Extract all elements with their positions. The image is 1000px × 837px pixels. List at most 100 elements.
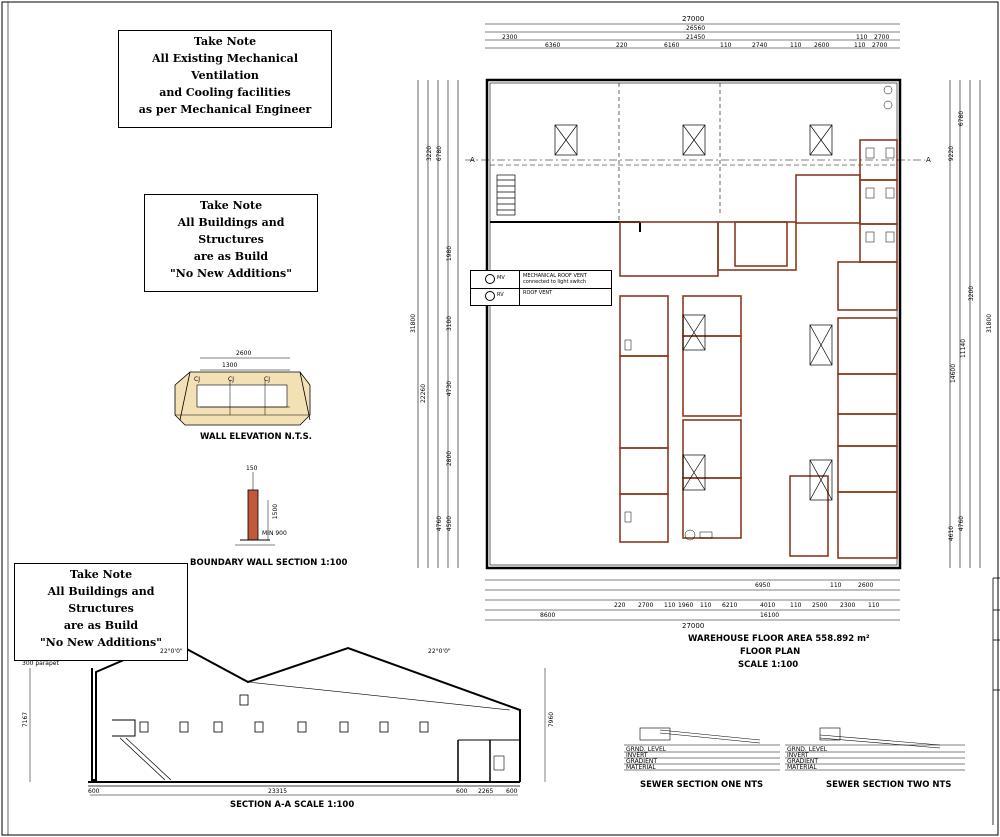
section-overall-length: 23315 bbox=[268, 788, 288, 795]
dim-bottom-row3-b: 2700 bbox=[638, 602, 654, 609]
dim-top-row4-i: 2700 bbox=[872, 42, 888, 49]
dim-bottom-row3-c: 110 bbox=[664, 602, 676, 609]
dim-bottom-row3-d: 1960 bbox=[678, 602, 694, 609]
dim-bottom-row3-j: 2300 bbox=[840, 602, 856, 609]
wall-elevation bbox=[174, 357, 311, 426]
section-aa-caption: SECTION A-A SCALE 1:100 bbox=[230, 800, 355, 810]
wall-elevation-caption: WALL ELEVATION N.T.S. bbox=[200, 432, 313, 442]
sewer-row-label: INVERT bbox=[787, 752, 809, 759]
wall-joint-label: CJ bbox=[194, 376, 200, 383]
dim-left-i: 31800 bbox=[410, 313, 418, 334]
dim-top-row3-b: 21450 bbox=[686, 34, 706, 41]
note-line: Take Note bbox=[193, 35, 257, 48]
section-right-dim: 600 bbox=[456, 788, 468, 795]
dim-top-row3-c: 110 bbox=[856, 34, 868, 41]
dim-bottom-row3-i: 2500 bbox=[812, 602, 828, 609]
dim-left-h: 4760 bbox=[436, 515, 444, 532]
note-mechanical-ventilation: Take Note All Existing Mechanical Ventil… bbox=[118, 30, 332, 128]
dim-top-row4-c: 6160 bbox=[664, 42, 680, 49]
boundary-dim: 150 bbox=[246, 465, 258, 472]
parapet-label: 300 parapet bbox=[22, 660, 59, 667]
legend-description: MECHANICAL ROOF VENT connected to light … bbox=[523, 273, 587, 285]
dim-left-a: 3220 bbox=[426, 145, 434, 162]
dim-top-row3-a: 2300 bbox=[502, 34, 518, 41]
dim-bottom-row3-e: 110 bbox=[700, 602, 712, 609]
sewer-row-label: GRADIENT bbox=[626, 758, 658, 765]
dim-left-g: 4500 bbox=[446, 515, 454, 532]
dim-left-e: 4730 bbox=[446, 380, 454, 397]
dim-top-row2: 26560 bbox=[686, 25, 706, 32]
note-line: All Buildings and Structures bbox=[177, 216, 285, 246]
dim-overall-bottom: 27000 bbox=[682, 622, 705, 630]
sewer-section-two bbox=[785, 727, 965, 771]
dim-left-d: 3100 bbox=[446, 315, 454, 332]
sewer-section-one bbox=[624, 727, 780, 771]
legend-divider bbox=[519, 288, 520, 305]
note-line: Take Note bbox=[69, 568, 133, 581]
dim-bottom-row1-b: 110 bbox=[830, 582, 842, 589]
section-left-offset: 600 bbox=[88, 788, 100, 795]
dim-right-f: 3200 bbox=[968, 285, 976, 302]
sewer-row-label: GRND. LEVEL bbox=[787, 746, 828, 753]
dim-bottom-row3-g: 4010 bbox=[760, 602, 776, 609]
sewer-row-label: MATERIAL bbox=[626, 764, 656, 771]
dim-top-row4-e: 2740 bbox=[752, 42, 768, 49]
dim-right-c: 11140 bbox=[960, 338, 968, 359]
sewer-row-label: MATERIAL bbox=[787, 764, 817, 771]
dim-top-row4-f: 110 bbox=[790, 42, 802, 49]
note-line: Take Note bbox=[199, 199, 263, 212]
sewer-row-label: GRND. LEVEL bbox=[626, 746, 667, 753]
sewer-one-caption: SEWER SECTION ONE NTS bbox=[640, 780, 764, 790]
floor-plan bbox=[417, 23, 981, 621]
wall-joint-label: CJ bbox=[264, 376, 270, 383]
dim-right-b: 14600 bbox=[950, 363, 958, 384]
boundary-wall-caption: BOUNDARY WALL SECTION 1:100 bbox=[190, 558, 348, 568]
section-height-right: 7960 bbox=[548, 711, 556, 728]
boundary-dim: 1500 bbox=[272, 503, 280, 520]
legend-row: MV MECHANICAL ROOF VENT connected to lig… bbox=[471, 271, 611, 289]
floor-plan-scale: SCALE 1:100 bbox=[738, 660, 799, 670]
legend-code: MV bbox=[497, 275, 505, 281]
dim-left-f: 2800 bbox=[446, 450, 454, 467]
note-line: "No New Additions" bbox=[170, 267, 292, 280]
note-line: are as Build bbox=[193, 250, 269, 263]
dim-bottom-row1-c: 2600 bbox=[858, 582, 874, 589]
dim-left-j: 22260 bbox=[420, 383, 428, 404]
sewer-two-caption: SEWER SECTION TWO NTS bbox=[826, 780, 952, 790]
dim-right-d: 9220 bbox=[948, 145, 956, 162]
sewer-row-label: INVERT bbox=[626, 752, 648, 759]
dim-bottom-row3-h: 110 bbox=[790, 602, 802, 609]
boundary-wall-section bbox=[235, 472, 275, 546]
sewer-row-label: GRADIENT bbox=[787, 758, 819, 765]
floor-plan-title: FLOOR PLAN bbox=[740, 647, 801, 657]
dim-bottom-row3-a: 220 bbox=[614, 602, 626, 609]
dim-overall-top: 27000 bbox=[682, 15, 705, 23]
section-height-left: 7167 bbox=[22, 711, 30, 728]
section-right-dim: 600 bbox=[506, 788, 518, 795]
dim-top-row4-d: 110 bbox=[720, 42, 732, 49]
note-line: All Buildings and Structures bbox=[47, 585, 155, 615]
note-line: All Existing Mechanical Ventilation bbox=[152, 52, 298, 82]
dim-top-row4-b: 220 bbox=[616, 42, 628, 49]
dim-left-b: 6780 bbox=[436, 145, 444, 162]
dim-top-row3-d: 2700 bbox=[874, 34, 890, 41]
dim-top-row4-a: 6360 bbox=[545, 42, 561, 49]
legend-row: RV ROOF VENT bbox=[471, 288, 611, 305]
note-no-new-additions-top: Take Note All Buildings and Structures a… bbox=[144, 194, 318, 292]
note-line: are as Build bbox=[63, 619, 139, 632]
wall-elevation-top-dim: 2600 bbox=[236, 350, 252, 357]
section-marker-left: A bbox=[470, 156, 475, 164]
mechanical-vent-icon bbox=[485, 274, 495, 284]
note-line: and Cooling facilities bbox=[159, 86, 291, 99]
dim-top-row4-h: 110 bbox=[854, 42, 866, 49]
section-aa bbox=[29, 638, 546, 796]
boundary-dim: MIN 900 bbox=[262, 530, 287, 537]
dim-bottom-row2-b: 16100 bbox=[760, 612, 780, 619]
dim-top-row4-g: 2600 bbox=[814, 42, 830, 49]
title-block-edge bbox=[992, 577, 1000, 825]
section-marker-right: A bbox=[926, 156, 931, 164]
dim-right-h: 4760 bbox=[958, 515, 966, 532]
roof-vent-legend: MV MECHANICAL ROOF VENT connected to lig… bbox=[470, 270, 612, 306]
dim-bottom-row3-k: 110 bbox=[868, 602, 880, 609]
